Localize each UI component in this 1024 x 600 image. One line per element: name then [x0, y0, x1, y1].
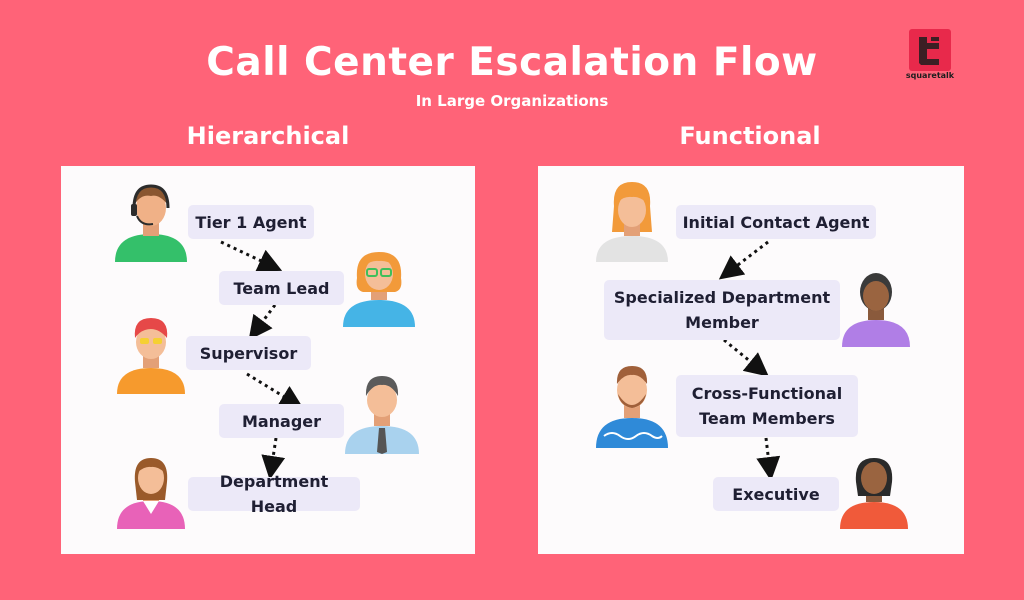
hierarchical-arrows [220, 240, 304, 480]
functional-panel: Initial Contact Agent Specialized Depart… [538, 166, 964, 554]
step-manager: Manager [219, 404, 344, 438]
logo-mark-icon [909, 29, 951, 71]
step-initial-contact-agent: Initial Contact Agent [676, 205, 876, 239]
agent-avatar-icon [596, 366, 668, 448]
hierarchical-section-title: Hierarchical [186, 122, 350, 150]
agent-avatar-icon [840, 458, 908, 529]
functional-arrows [718, 240, 781, 481]
step-department-head: Department Head [188, 472, 360, 516]
step-specialized-department-member: Specialized Department Member [604, 280, 840, 340]
arrow-tier1-to-teamlead [220, 240, 283, 272]
step-supervisor: Supervisor [186, 336, 311, 370]
agent-avatar-icon [117, 318, 185, 394]
agent-avatar-icon [117, 458, 185, 529]
step-tier1-agent: Tier 1 Agent [188, 205, 314, 239]
logo-text: squaretalk [905, 71, 955, 80]
squaretalk-logo: squaretalk [905, 29, 955, 85]
step-cross-functional-team-members: Cross-Functional Team Members [676, 375, 858, 437]
agent-avatar-icon [842, 273, 910, 347]
agent-avatar-icon [345, 376, 419, 454]
arrow-crossfunctional-to-executive [756, 437, 781, 481]
step-executive: Executive [713, 477, 839, 511]
functional-section-title: Functional [679, 122, 821, 150]
hierarchical-panel: Tier 1 Agent Team Lead Supervisor Manage… [61, 166, 475, 554]
arrow-supervisor-to-manager [246, 372, 304, 409]
hierarchical-people [115, 184, 419, 529]
functional-people [596, 182, 910, 529]
arrow-teamlead-to-supervisor [248, 304, 277, 341]
arrow-specialized-to-crossfunctional [723, 338, 769, 377]
agent-avatar-icon [596, 182, 668, 262]
agent-avatar-icon [343, 252, 415, 327]
step-team-lead: Team Lead [219, 271, 344, 305]
agent-avatar-icon [115, 184, 187, 262]
arrow-manager-to-depthead [261, 437, 286, 480]
page-title: Call Center Escalation Flow [206, 40, 818, 85]
page-subtitle: In Large Organizations [415, 92, 609, 110]
arrow-initial-to-specialized [718, 240, 769, 280]
